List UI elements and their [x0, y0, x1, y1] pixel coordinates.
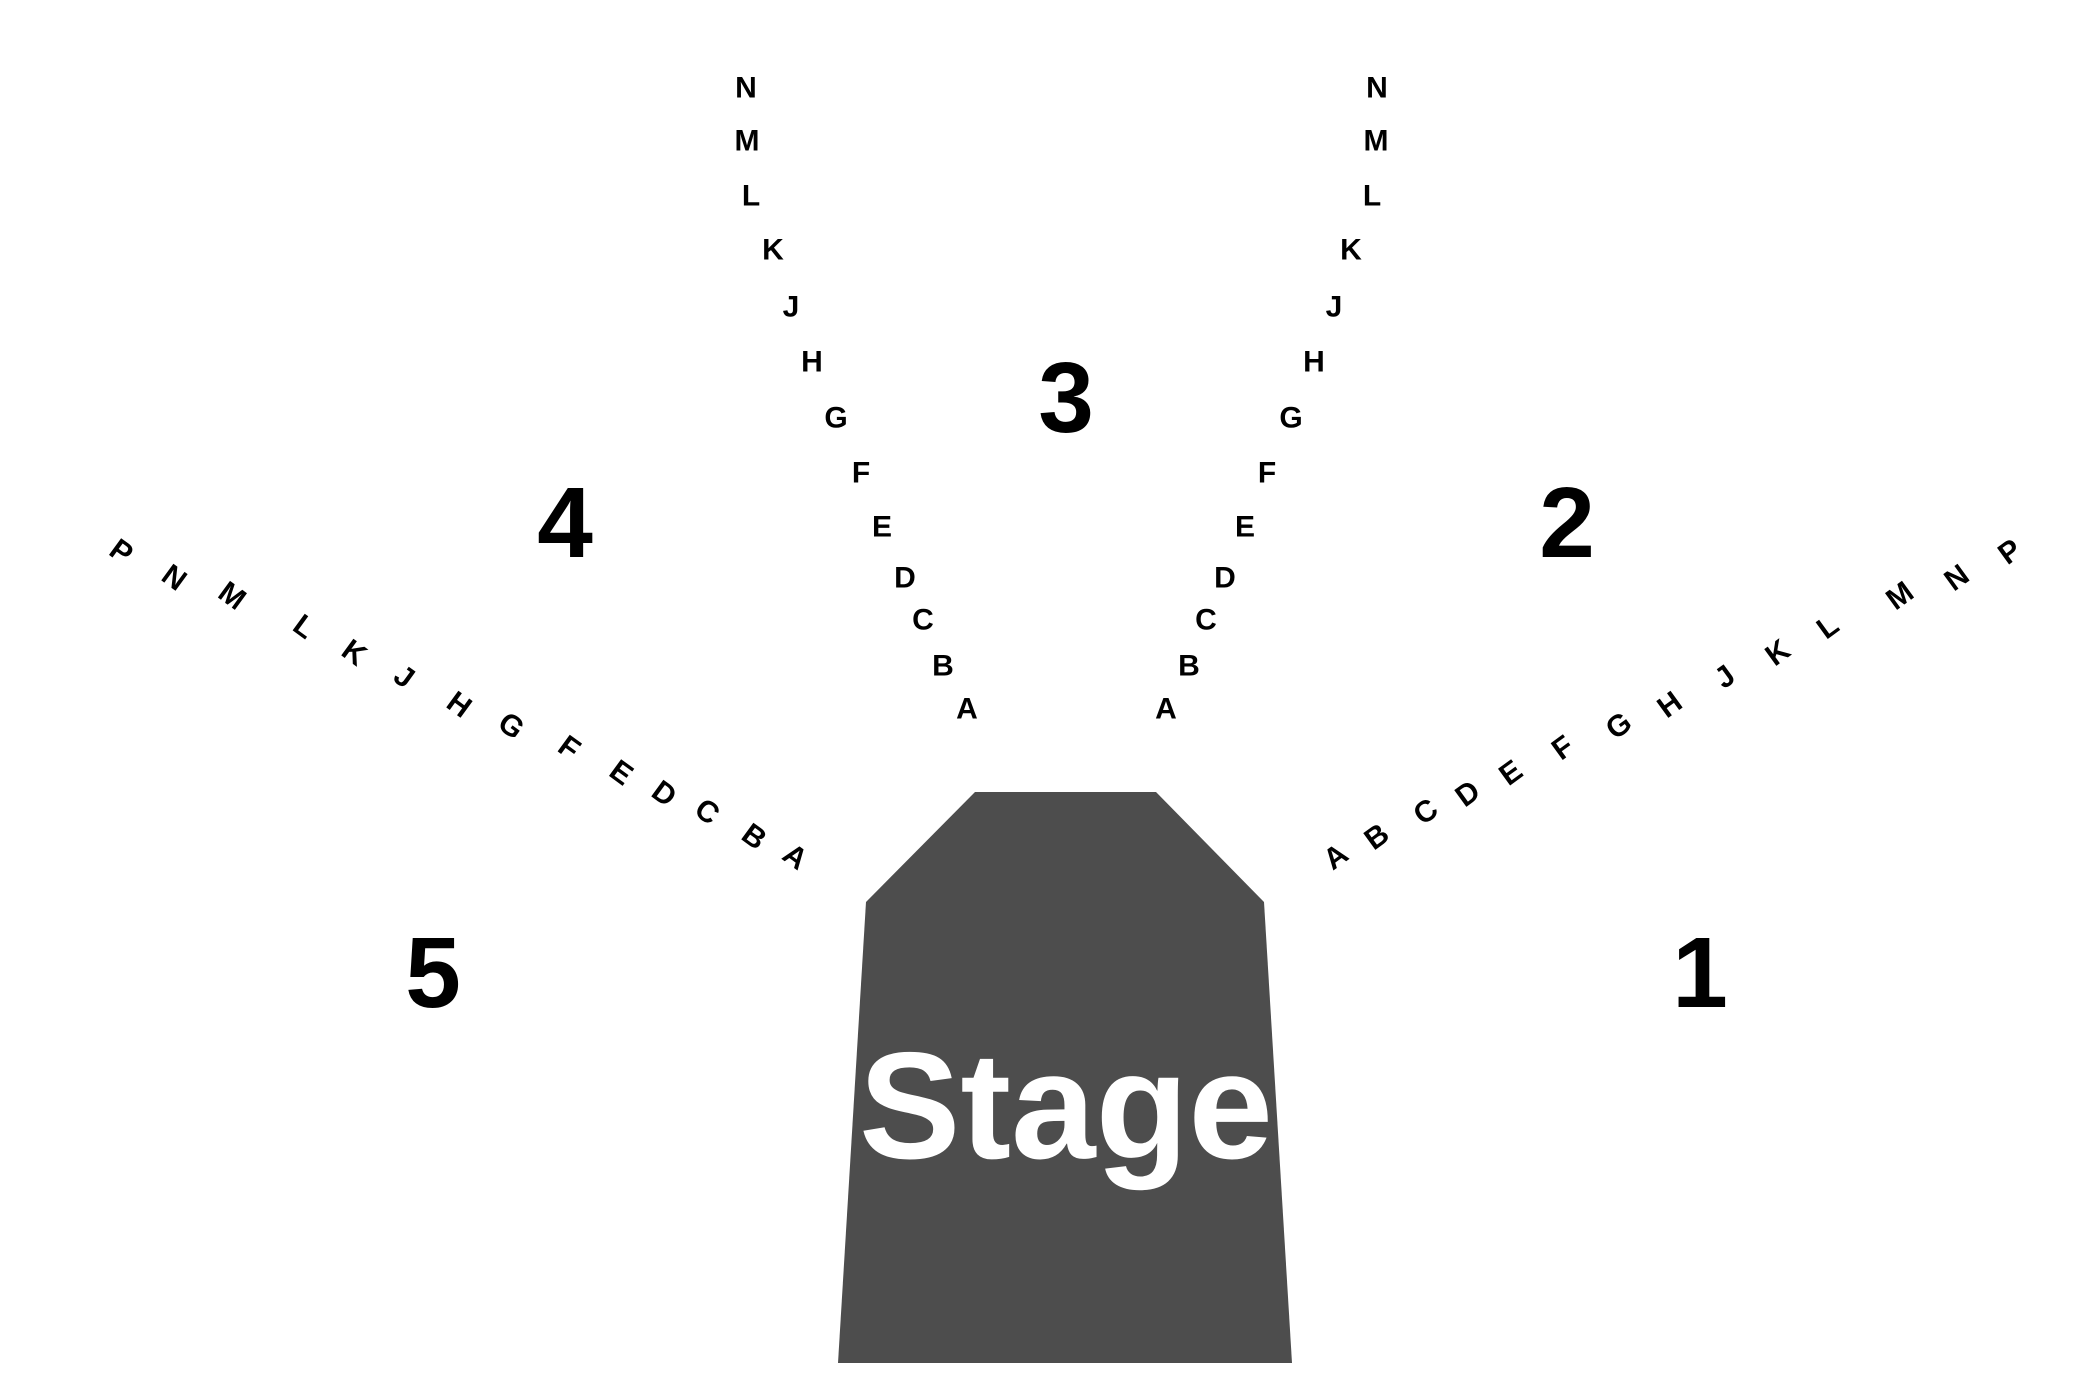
stage[interactable]: Stage	[838, 792, 1292, 1363]
aisle-upper-right-row-a: A	[1155, 693, 1177, 726]
aisle-lower-right-row-k: K	[1760, 633, 1797, 673]
aisle-upper-right-row-c: C	[1195, 604, 1217, 637]
aisle-lower-left-row-p: P	[103, 533, 139, 571]
aisle-upper-left-row-j: J	[783, 291, 800, 324]
aisle-upper-right-row-l: L	[1363, 180, 1381, 213]
section-4-number[interactable]: 4	[537, 467, 593, 579]
aisle-lower-right-row-b: B	[1359, 817, 1396, 856]
aisle-upper-left-row-f: F	[852, 457, 870, 490]
aisle-lower-left-row-b: B	[736, 817, 773, 856]
section-3-number[interactable]: 3	[1038, 342, 1094, 454]
aisle-upper-left-row-c: C	[912, 604, 934, 637]
aisle-lower-left-row-j: J	[388, 659, 421, 696]
stage-label: Stage	[859, 1021, 1273, 1191]
aisle-upper-left-row-n: N	[735, 72, 757, 105]
aisle-upper-left-row-b: B	[932, 650, 954, 683]
aisle-upper-left-row-l: L	[742, 180, 760, 213]
aisle-lower-left-row-m: M	[212, 575, 252, 616]
section-5-number[interactable]: 5	[405, 917, 461, 1029]
aisle-lower-right-row-h: H	[1652, 685, 1689, 724]
aisle-lower-right-row-a: A	[1318, 837, 1355, 876]
aisle-upper-right-row-k: K	[1340, 234, 1362, 267]
aisle-upper-right-row-d: D	[1214, 562, 1236, 595]
aisle-lower-left-row-n: N	[156, 558, 193, 597]
aisle-lower-right-row-d: D	[1450, 774, 1487, 813]
aisle-lower-left-row-a: A	[777, 837, 814, 876]
aisle-lower-right-row-g: G	[1600, 706, 1638, 746]
aisle-lower-left-row-k: K	[336, 633, 373, 673]
aisle-lower-left-row-l: L	[287, 608, 321, 645]
aisle-upper-left-row-m: M	[735, 125, 760, 158]
aisle-lower-left-row-c: C	[689, 792, 726, 831]
aisle-lower-right-row-l: L	[1811, 608, 1845, 645]
aisle-lower-left-row-e: E	[603, 754, 639, 792]
aisle-lower-left-row-f: F	[552, 729, 586, 766]
aisle-lower-left-row-d: D	[646, 774, 683, 813]
aisle-lower-right-row-n: N	[1939, 558, 1976, 597]
aisle-upper-left-row-h: H	[801, 346, 823, 379]
aisle-upper-right-row-f: F	[1258, 457, 1276, 490]
aisle-lower-right-row-c: C	[1408, 792, 1445, 831]
aisle-lower-right-row-e: E	[1493, 754, 1529, 792]
aisle-upper-left-row-g: G	[824, 402, 847, 435]
aisle-lower-left-row-h: H	[441, 685, 478, 724]
section-1-number[interactable]: 1	[1672, 917, 1728, 1029]
aisle-upper-right-row-e: E	[1235, 511, 1255, 544]
aisle-lower-right-row-m: M	[1880, 575, 1920, 616]
aisle-upper-right-row-m: M	[1364, 125, 1389, 158]
aisle-upper-left-row-e: E	[872, 511, 892, 544]
aisle-upper-right-row-h: H	[1303, 346, 1325, 379]
aisle-lower-right-row-j: J	[1709, 659, 1742, 696]
aisle-upper-right-row-n: N	[1366, 72, 1388, 105]
aisle-upper-right-row-b: B	[1178, 650, 1200, 683]
section-2-number[interactable]: 2	[1539, 467, 1595, 579]
aisle-upper-left-row-k: K	[762, 234, 784, 267]
aisle-upper-left-row-a: A	[956, 693, 978, 726]
aisle-upper-left-row-d: D	[894, 562, 916, 595]
stage-shape[interactable]	[838, 792, 1292, 1363]
aisle-lower-left-row-g: G	[492, 706, 530, 746]
aisle-upper-right-row-g: G	[1279, 402, 1302, 435]
aisle-lower-right-row-f: F	[1546, 729, 1580, 766]
aisle-upper-right-row-j: J	[1326, 291, 1343, 324]
aisle-lower-right-row-p: P	[1992, 533, 2028, 571]
